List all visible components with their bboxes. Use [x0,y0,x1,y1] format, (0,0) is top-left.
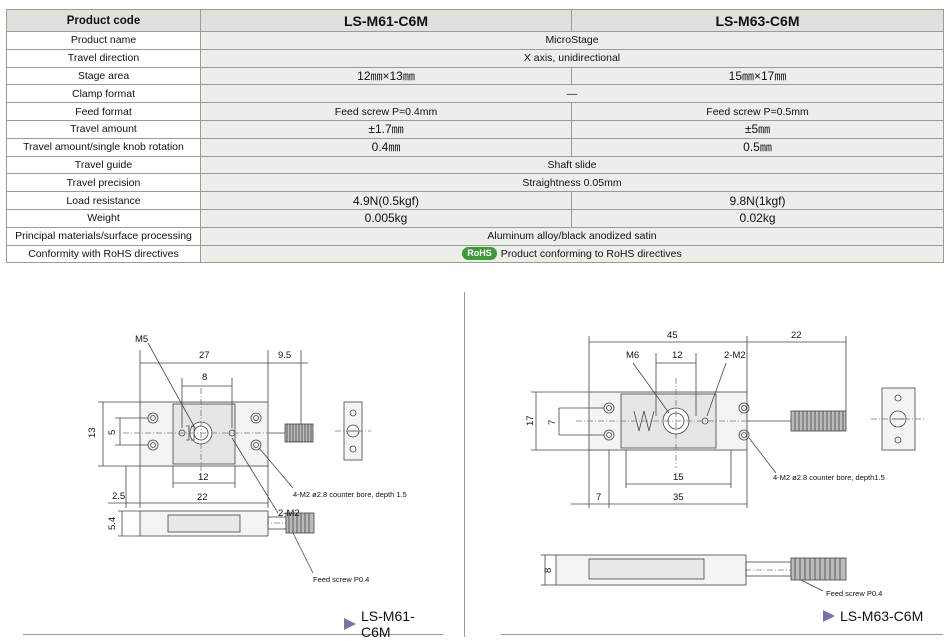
dim-label: 5 [107,430,118,435]
row-value: ±5㎜ [571,119,944,139]
row-value: — [200,84,944,104]
dim-label: 2-M2 [278,508,300,519]
dim-label: 13 [87,427,98,438]
rohs-text: Product conforming to RoHS directives [500,247,682,260]
row-label: Stage area [6,66,201,86]
row-value: 0.5㎜ [571,137,944,157]
row-value: 9.8N(1kgf) [571,191,944,210]
row-value: 0.4㎜ [200,137,572,157]
row-value: Aluminum alloy/black anodized satin [200,226,944,246]
model-column-header: LS-M61-C6M [200,9,572,32]
row-label: Travel amount [6,119,201,139]
rohs-badge: RoHS [462,246,497,260]
note-label: Feed screw P0.4 [826,589,882,598]
row-value: Straightness 0.05mm [200,173,944,193]
row-value: 15㎜×17㎜ [571,66,944,86]
dim-label: M5 [135,334,148,345]
dim-label: M6 [626,350,639,361]
panel-divider [464,292,465,637]
dim-label: 12 [198,472,209,483]
model-label-text: LS-M63-C6M [840,608,924,624]
row-label: Principal materials/surface processing [6,226,201,246]
row-label: Feed format [6,102,201,121]
table-row: Load resistance 4.9N(0.5kgf) 9.8N(1kgf) [6,191,944,210]
table-header-row: Product code LS-M61-C6M LS-M63-C6M [6,9,944,32]
table-row: Product name MicroStage [6,31,944,50]
table-row: Travel amount ±1.7㎜ ±5㎜ [6,119,944,139]
row-value: 0.005kg [200,208,572,228]
dim-label: 2.5 [112,491,125,502]
dim-label: 45 [667,330,678,341]
row-label: Clamp format [6,84,201,104]
row-label: Conformity with RoHS directives [6,244,201,264]
dim-label: 12 [672,350,683,361]
dim-label: 22 [197,492,208,503]
row-value: Shaft slide [200,155,944,175]
row-value: 12㎜×13㎜ [200,66,572,86]
technical-drawing-ls-m61: M5 27 9.5 8 13 5 12 2.5 22 5.4 2-M2 4-M2… [87,334,407,584]
dim-label: 35 [673,492,684,503]
note-label: Feed screw P0.4 [313,575,369,584]
model-label-text: LS-M61-C6M [361,608,415,640]
row-label: Load resistance [6,191,201,210]
dim-label: 8 [202,372,207,383]
model-label-right: LS-M63-C6M [823,608,923,624]
dim-label: 7 [596,492,601,503]
dim-label: 22 [791,330,802,341]
model-label-left: LS-M61-C6M [344,608,443,640]
row-label: Product code [6,9,201,32]
dim-label: 7 [547,420,558,425]
model-column-header: LS-M63-C6M [571,9,944,32]
row-label: Travel amount/single knob rotation [6,137,201,157]
triangle-icon [823,610,835,622]
triangle-icon [344,618,356,630]
row-value: 0.02kg [571,208,944,228]
row-label: Weight [6,208,201,228]
row-label: Travel direction [6,48,201,68]
table-row: Travel precision Straightness 0.05mm [6,173,944,193]
row-value: MicroStage [200,31,944,50]
note-label: 4-M2 ø2.8 counter bore, depth 1.5 [293,490,407,499]
row-label: Travel guide [6,155,201,175]
drawing-panel-left: M5 27 9.5 8 13 5 12 2.5 22 5.4 2-M2 4-M2… [23,298,443,640]
row-label: Travel precision [6,173,201,193]
row-value: ±1.7㎜ [200,119,572,139]
table-row: Travel amount/single knob rotation 0.4㎜ … [6,137,944,157]
note-label: 4-M2 ø2.8 counter bore, depth1.5 [773,473,885,482]
table-row: Principal materials/surface processing A… [6,226,944,246]
dim-label: 27 [199,350,210,361]
technical-drawing-ls-m63: 45 22 M6 12 2-M2 17 7 15 7 35 8 4-M2 ø2.… [525,330,926,598]
row-label: Product name [6,31,201,50]
table-row: Feed format Feed screw P=0.4mm Feed scre… [6,102,944,121]
dim-label: 2-M2 [724,350,746,361]
spec-table: Product code LS-M61-C6M LS-M63-C6M Produ… [6,9,944,264]
row-value: X axis, unidirectional [200,48,944,68]
row-value: 4.9N(0.5kgf) [200,191,572,210]
drawing-panel-right: 45 22 M6 12 2-M2 17 7 15 7 35 8 4-M2 ø2.… [501,298,943,635]
table-row: Travel guide Shaft slide [6,155,944,175]
dim-label: 5.4 [107,517,118,530]
dim-label: 8 [543,568,554,573]
table-row: Clamp format — [6,84,944,104]
dim-label: 17 [525,415,536,426]
row-value: Feed screw P=0.4mm [200,102,572,121]
table-row: Weight 0.005kg 0.02kg [6,208,944,228]
table-row: Stage area 12㎜×13㎜ 15㎜×17㎜ [6,66,944,86]
row-value: Feed screw P=0.5mm [571,102,944,121]
dim-label: 9.5 [278,350,291,361]
dim-label: 15 [673,472,684,483]
table-row: Travel direction X axis, unidirectional [6,48,944,68]
